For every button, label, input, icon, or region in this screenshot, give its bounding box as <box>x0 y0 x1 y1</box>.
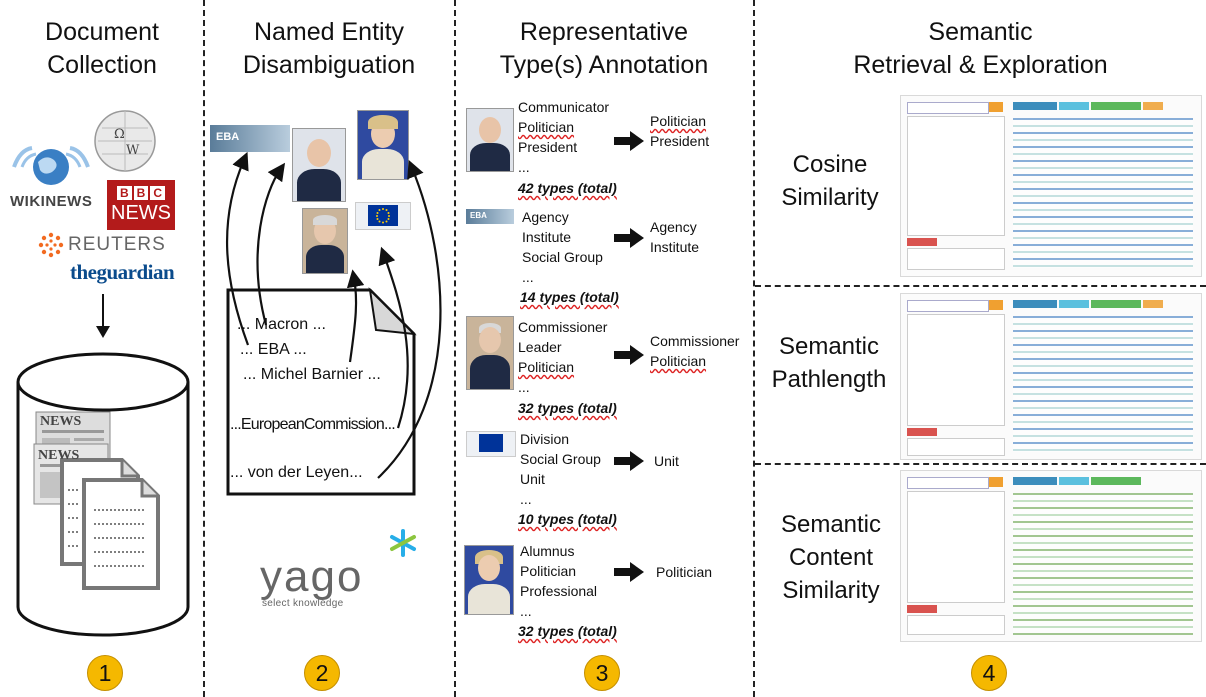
divider-2 <box>454 0 456 697</box>
title-semantic-retrieval: Semantic Retrieval & Exploration <box>853 18 1108 79</box>
entity-link-arrows <box>226 151 442 479</box>
eba-logo: EBA <box>210 125 290 152</box>
divider-1 <box>203 0 205 697</box>
step-badge-1: 1 <box>87 655 123 691</box>
european-commission-logo <box>355 202 411 230</box>
step-badge-4: 4 <box>971 655 1007 691</box>
divider-3 <box>753 0 755 697</box>
news-label-1: NEWS <box>40 414 82 429</box>
annotation-eu-logo <box>466 431 516 457</box>
type-total-von-der-leyen: 32 types (total) <box>518 623 617 639</box>
mention-european-commission: ...EuropeanCommission... <box>230 416 396 433</box>
divider-h2 <box>755 463 1206 465</box>
text-document-box <box>226 287 417 496</box>
wikinews-logo: WIKINEWS <box>10 193 93 210</box>
rep-types-eu: Unit <box>654 453 679 469</box>
annotation-macron-photo <box>466 108 514 172</box>
step-badge-2: 2 <box>304 655 340 691</box>
reuters-dots-icon <box>38 232 64 258</box>
svg-text:Ω: Ω <box>114 127 125 142</box>
macron-photo <box>292 128 346 202</box>
wikipedia-globe-icon: Ω W <box>94 110 156 172</box>
title-named-entity-disambiguation: Named Entity Disambiguation <box>242 18 416 79</box>
wikinews-globe-icon <box>12 146 90 185</box>
barnier-photo <box>302 208 348 274</box>
down-arrow-icon <box>96 294 110 338</box>
arrow-right-icon <box>614 228 644 248</box>
arrow-right-icon <box>614 562 644 582</box>
mention-barnier: ... Michel Barnier ... <box>243 366 381 383</box>
type-total-eba: 14 types (total) <box>520 289 619 305</box>
mention-eba: ... EBA ... <box>240 341 307 358</box>
arrow-right-icon <box>614 131 644 151</box>
reuters-logo: REUTERS <box>68 234 166 255</box>
annotation-eba-logo: EBA <box>466 209 514 224</box>
rep-types-von-der-leyen: Politician <box>656 564 713 580</box>
annotation-von-der-leyen-photo <box>464 545 514 615</box>
retrieval-screenshot-cosine <box>900 95 1202 277</box>
mention-von-der-leyen: ... von der Leyen... <box>230 464 363 481</box>
annotation-barnier-photo <box>466 316 514 390</box>
title-type-annotation: Representative Type(s) Annotation <box>499 18 709 79</box>
divider-h1 <box>755 285 1206 287</box>
yago-logo: yago select knowledge <box>260 552 364 609</box>
metric-semantic-pathlength: Semantic Pathlength <box>771 333 887 393</box>
metric-semantic-content-similarity: Semantic Content Similarity <box>780 511 882 604</box>
document-database-icon <box>16 352 190 637</box>
retrieval-screenshot-content <box>900 470 1202 642</box>
retrieval-screenshot-pathlength <box>900 293 1202 460</box>
arrow-right-icon <box>614 345 644 365</box>
step-badge-3: 3 <box>584 655 620 691</box>
news-label-2: NEWS <box>38 448 80 463</box>
arrow-right-icon <box>614 451 644 471</box>
type-total-barnier: 32 types (total) <box>518 400 617 416</box>
von-der-leyen-photo <box>357 110 409 180</box>
svg-text:W: W <box>126 143 140 158</box>
type-total-macron: 42 types (total) <box>518 180 617 196</box>
yago-star-icon <box>390 529 416 557</box>
mention-macron: ... Macron ... <box>237 316 326 333</box>
guardian-logo: theguardian <box>70 260 175 284</box>
type-total-eu: 10 types (total) <box>518 511 617 527</box>
title-document-collection: Document Collection <box>45 18 159 79</box>
metric-cosine-similarity: Cosine Similarity <box>781 151 879 211</box>
